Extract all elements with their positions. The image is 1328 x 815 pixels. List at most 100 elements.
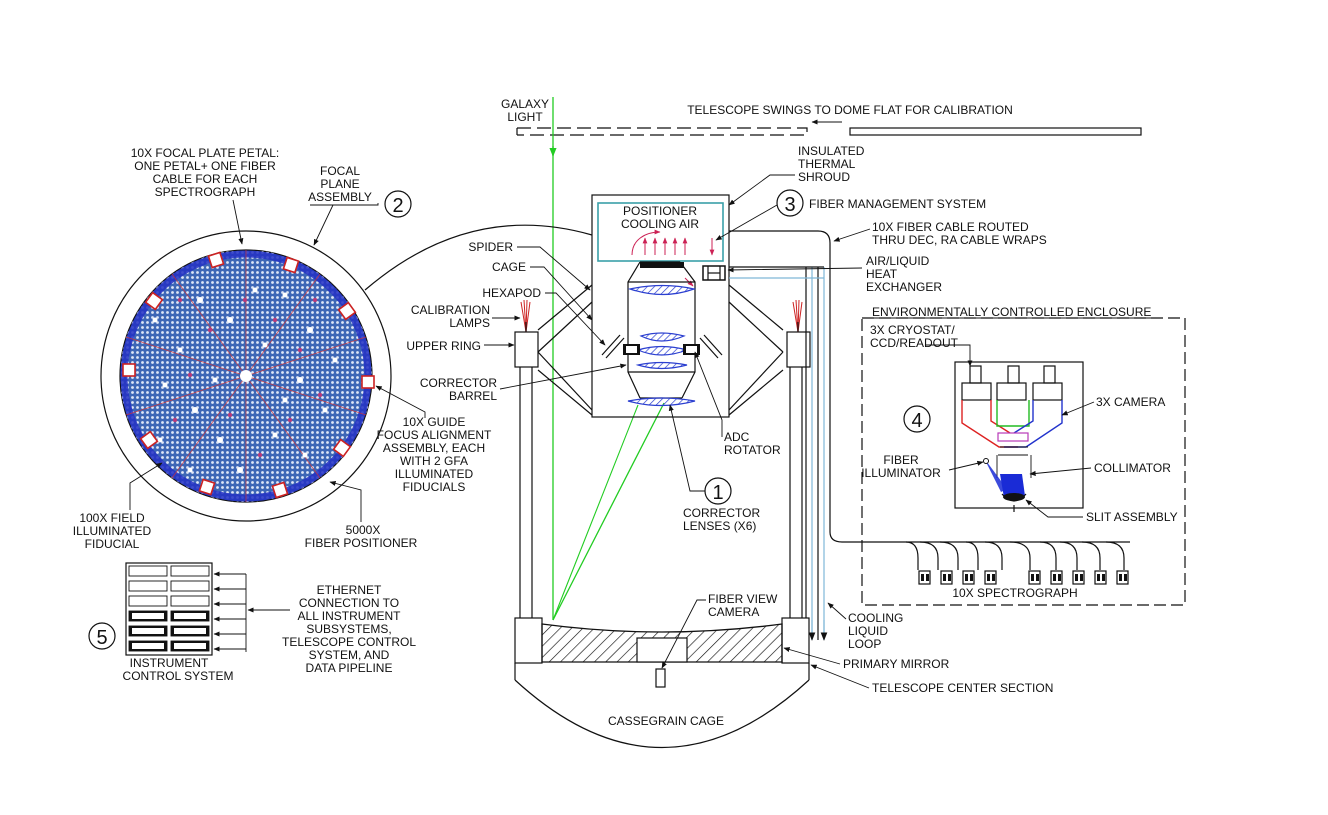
fiber-illum-line2: ILLUMINATOR: [861, 466, 941, 480]
spectrograph-unit-marks: [921, 574, 1127, 581]
cassegrain-label: CASSEGRAIN CAGE: [608, 714, 724, 728]
ics-label-line1: INSTRUMENT: [130, 656, 209, 670]
collimator-label: COLLIMATOR: [1094, 461, 1171, 475]
instrument-control-rack: [125, 562, 213, 656]
petal-boundaries: [125, 250, 367, 502]
cooling-loop-line1: COOLING: [848, 611, 903, 625]
spectrograph-box: [954, 361, 1084, 509]
cassegrain-cage: [514, 679, 810, 749]
camera-label: 3X CAMERA: [1096, 395, 1165, 409]
ethernet-label-line7: DATA PIPELINE: [306, 661, 393, 675]
callout-1-number: 1: [712, 482, 723, 504]
field-fiducial-label-line3: FIDUCIAL: [85, 537, 140, 551]
spectrograph-units: [918, 570, 1129, 585]
focal-plane-assembly: [100, 230, 392, 522]
fiber-cable-line1: 10X FIBER CABLE ROUTED: [872, 220, 1029, 234]
focal-plane-label-line2: PLANE: [320, 177, 359, 191]
callout-5: [88, 622, 116, 650]
guide-label-line2: FOCUS ALIGNMENT: [377, 428, 492, 442]
spider-vanes: [537, 284, 784, 416]
callout-4: [903, 405, 931, 433]
air-liquid-line3: EXCHANGER: [866, 280, 942, 294]
fiber-view-camera: [655, 668, 666, 688]
fiber-cable-from-focal-plane: [364, 224, 593, 291]
galaxy-light-line2: LIGHT: [507, 110, 543, 124]
ics-label-line2: CONTROL SYSTEM: [123, 669, 234, 683]
spectrograph-label: 10X SPECTROGRAPH: [952, 586, 1077, 600]
center-section-right: [781, 617, 810, 664]
ethernet-label-line2: CONNECTION TO: [299, 596, 399, 610]
label-positioners: 5000X FIBER POSITIONER: [305, 523, 418, 550]
ethernet-label-line3: ALL INSTRUMENT: [298, 609, 402, 623]
adc-label-line1: ADC: [724, 430, 750, 444]
callout-2-number: 2: [392, 195, 403, 217]
label-insulated: INSULATED THERMAL SHROUD: [798, 144, 865, 184]
telescope: POSITIONER COOLING AIR: [364, 97, 1130, 749]
cryostat-line1: 3X CRYOSTAT/: [870, 323, 955, 337]
insulated-line1: INSULATED: [798, 144, 865, 158]
label-focal-plane: FOCAL PLANE ASSEMBLY: [308, 164, 372, 204]
positioners-label-line1: 5000X: [346, 523, 381, 537]
ethernet-label-line1: ETHERNET: [317, 583, 382, 597]
calib-lamps-line2: LAMPS: [449, 316, 490, 330]
label-ics: INSTRUMENT CONTROL SYSTEM: [123, 656, 234, 683]
callout-4-number: 4: [911, 410, 922, 432]
center-section-label: TELESCOPE CENTER SECTION: [872, 681, 1053, 695]
label-guide: 10X GUIDE FOCUS ALIGNMENT ASSEMBLY, EACH…: [377, 415, 492, 494]
focal-plane-label-line1: FOCAL: [320, 164, 360, 178]
corrector-lenses: [627, 284, 697, 407]
insulated-line2: THERMAL: [798, 157, 856, 171]
center-section-left: [514, 617, 543, 664]
upper-ring-left: [514, 331, 539, 368]
insulated-line3: SHROUD: [798, 170, 850, 184]
hexapod: [601, 334, 723, 359]
guide-label-line4: WITH 2 GFA: [400, 454, 468, 468]
slit-label: SLIT ASSEMBLY: [1086, 510, 1178, 524]
ethernet-label-line4: SUBSYSTEMS,: [306, 622, 391, 636]
dome-flat-label: TELESCOPE SWINGS TO DOME FLAT FOR CALIBR…: [687, 103, 1013, 117]
slit-beam: [1000, 474, 1025, 498]
fiber-view-line1: FIBER VIEW: [708, 592, 778, 606]
fiber-cable-to-spectrographs: [729, 230, 1130, 543]
positioner-cooling-air-box: [597, 202, 724, 262]
fiber-cable-routing: [702, 230, 1130, 641]
air-liquid-line2: HEAT: [866, 267, 898, 281]
corrector-barrel: [627, 261, 696, 399]
positioner-air-line1: POSITIONER: [623, 204, 697, 218]
env-enclosure-label: ENVIRONMENTALLY CONTROLLED ENCLOSURE: [872, 305, 1151, 319]
petal-label-line1: 10X FOCAL PLATE PETAL:: [131, 146, 280, 160]
callout-5-number: 5: [96, 627, 107, 649]
petal-label-line4: SPECTROGRAPH: [155, 185, 256, 199]
spider-label: SPIDER: [468, 240, 513, 254]
cryostats: [961, 365, 1063, 401]
callout-3: [776, 189, 804, 217]
positioner-air-line2: COOLING AIR: [621, 217, 699, 231]
cooling-loop-line3: LOOP: [848, 637, 881, 651]
guide-label-line6: FIDUCIALS: [403, 480, 466, 494]
guide-label-line5: ILLUMINATED: [395, 467, 474, 481]
fiber-view-line2: CAMERA: [708, 605, 759, 619]
environmental-enclosure: ENVIRONMENTALLY CONTROLLED ENCLOSURE 4: [861, 305, 1186, 606]
label-field-fiducial: 100X FIELD ILLUMINATED FIDUCIAL: [73, 511, 152, 551]
upper-ring-label: UPPER RING: [406, 339, 481, 353]
primary-mirror-label: PRIMARY MIRROR: [843, 657, 950, 671]
fiber-cable-line2: THRU DEC, RA CABLE WRAPS: [872, 233, 1047, 247]
cryostat-line2: CCD/READOUT: [870, 336, 959, 350]
galaxy-light-line1: GALAXY: [501, 97, 549, 111]
ethernet-label-line5: TELESCOPE CONTROL: [282, 635, 416, 649]
field-fiducials: [172, 297, 323, 458]
fiber-bundle-arrows: [631, 229, 715, 287]
fiber-mgmt-label: FIBER MANAGEMENT SYSTEM: [809, 197, 986, 211]
callout-2: [384, 190, 412, 218]
cage: [591, 194, 730, 418]
guide-label-line3: ASSEMBLY, EACH: [383, 441, 485, 455]
telescope-truss: [519, 367, 803, 618]
corrector-barrel-line2: BARREL: [449, 389, 497, 403]
label-galaxy-light: GALAXY LIGHT: [501, 97, 549, 124]
cooling-loop-line2: LIQUID: [848, 624, 888, 638]
cage-label: CAGE: [492, 260, 526, 274]
label-petal: 10X FOCAL PLATE PETAL: ONE PETAL+ ONE FI…: [131, 146, 280, 199]
fiber-branches: [905, 541, 1125, 570]
fiber-illum-line1: FIBER: [883, 453, 919, 467]
